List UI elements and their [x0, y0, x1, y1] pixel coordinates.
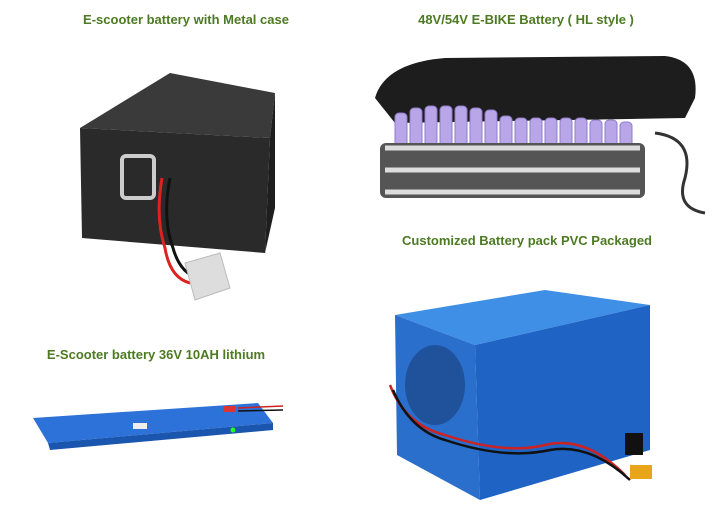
caption-pvc-pack: Customized Battery pack PVC Packaged [402, 233, 652, 248]
caption-metal-case: E-scooter battery with Metal case [83, 12, 289, 27]
caption-flat-36v: E-Scooter battery 36V 10AH lithium [46, 347, 266, 362]
pvc-battery-pack-image [388, 290, 652, 500]
hl-style-battery-image [375, 56, 706, 215]
metal-case-battery-image [80, 73, 275, 301]
caption-hl-style: 48V/54V E-BIKE Battery ( HL style ) [418, 12, 634, 27]
flat-36v-battery-image [33, 403, 284, 450]
